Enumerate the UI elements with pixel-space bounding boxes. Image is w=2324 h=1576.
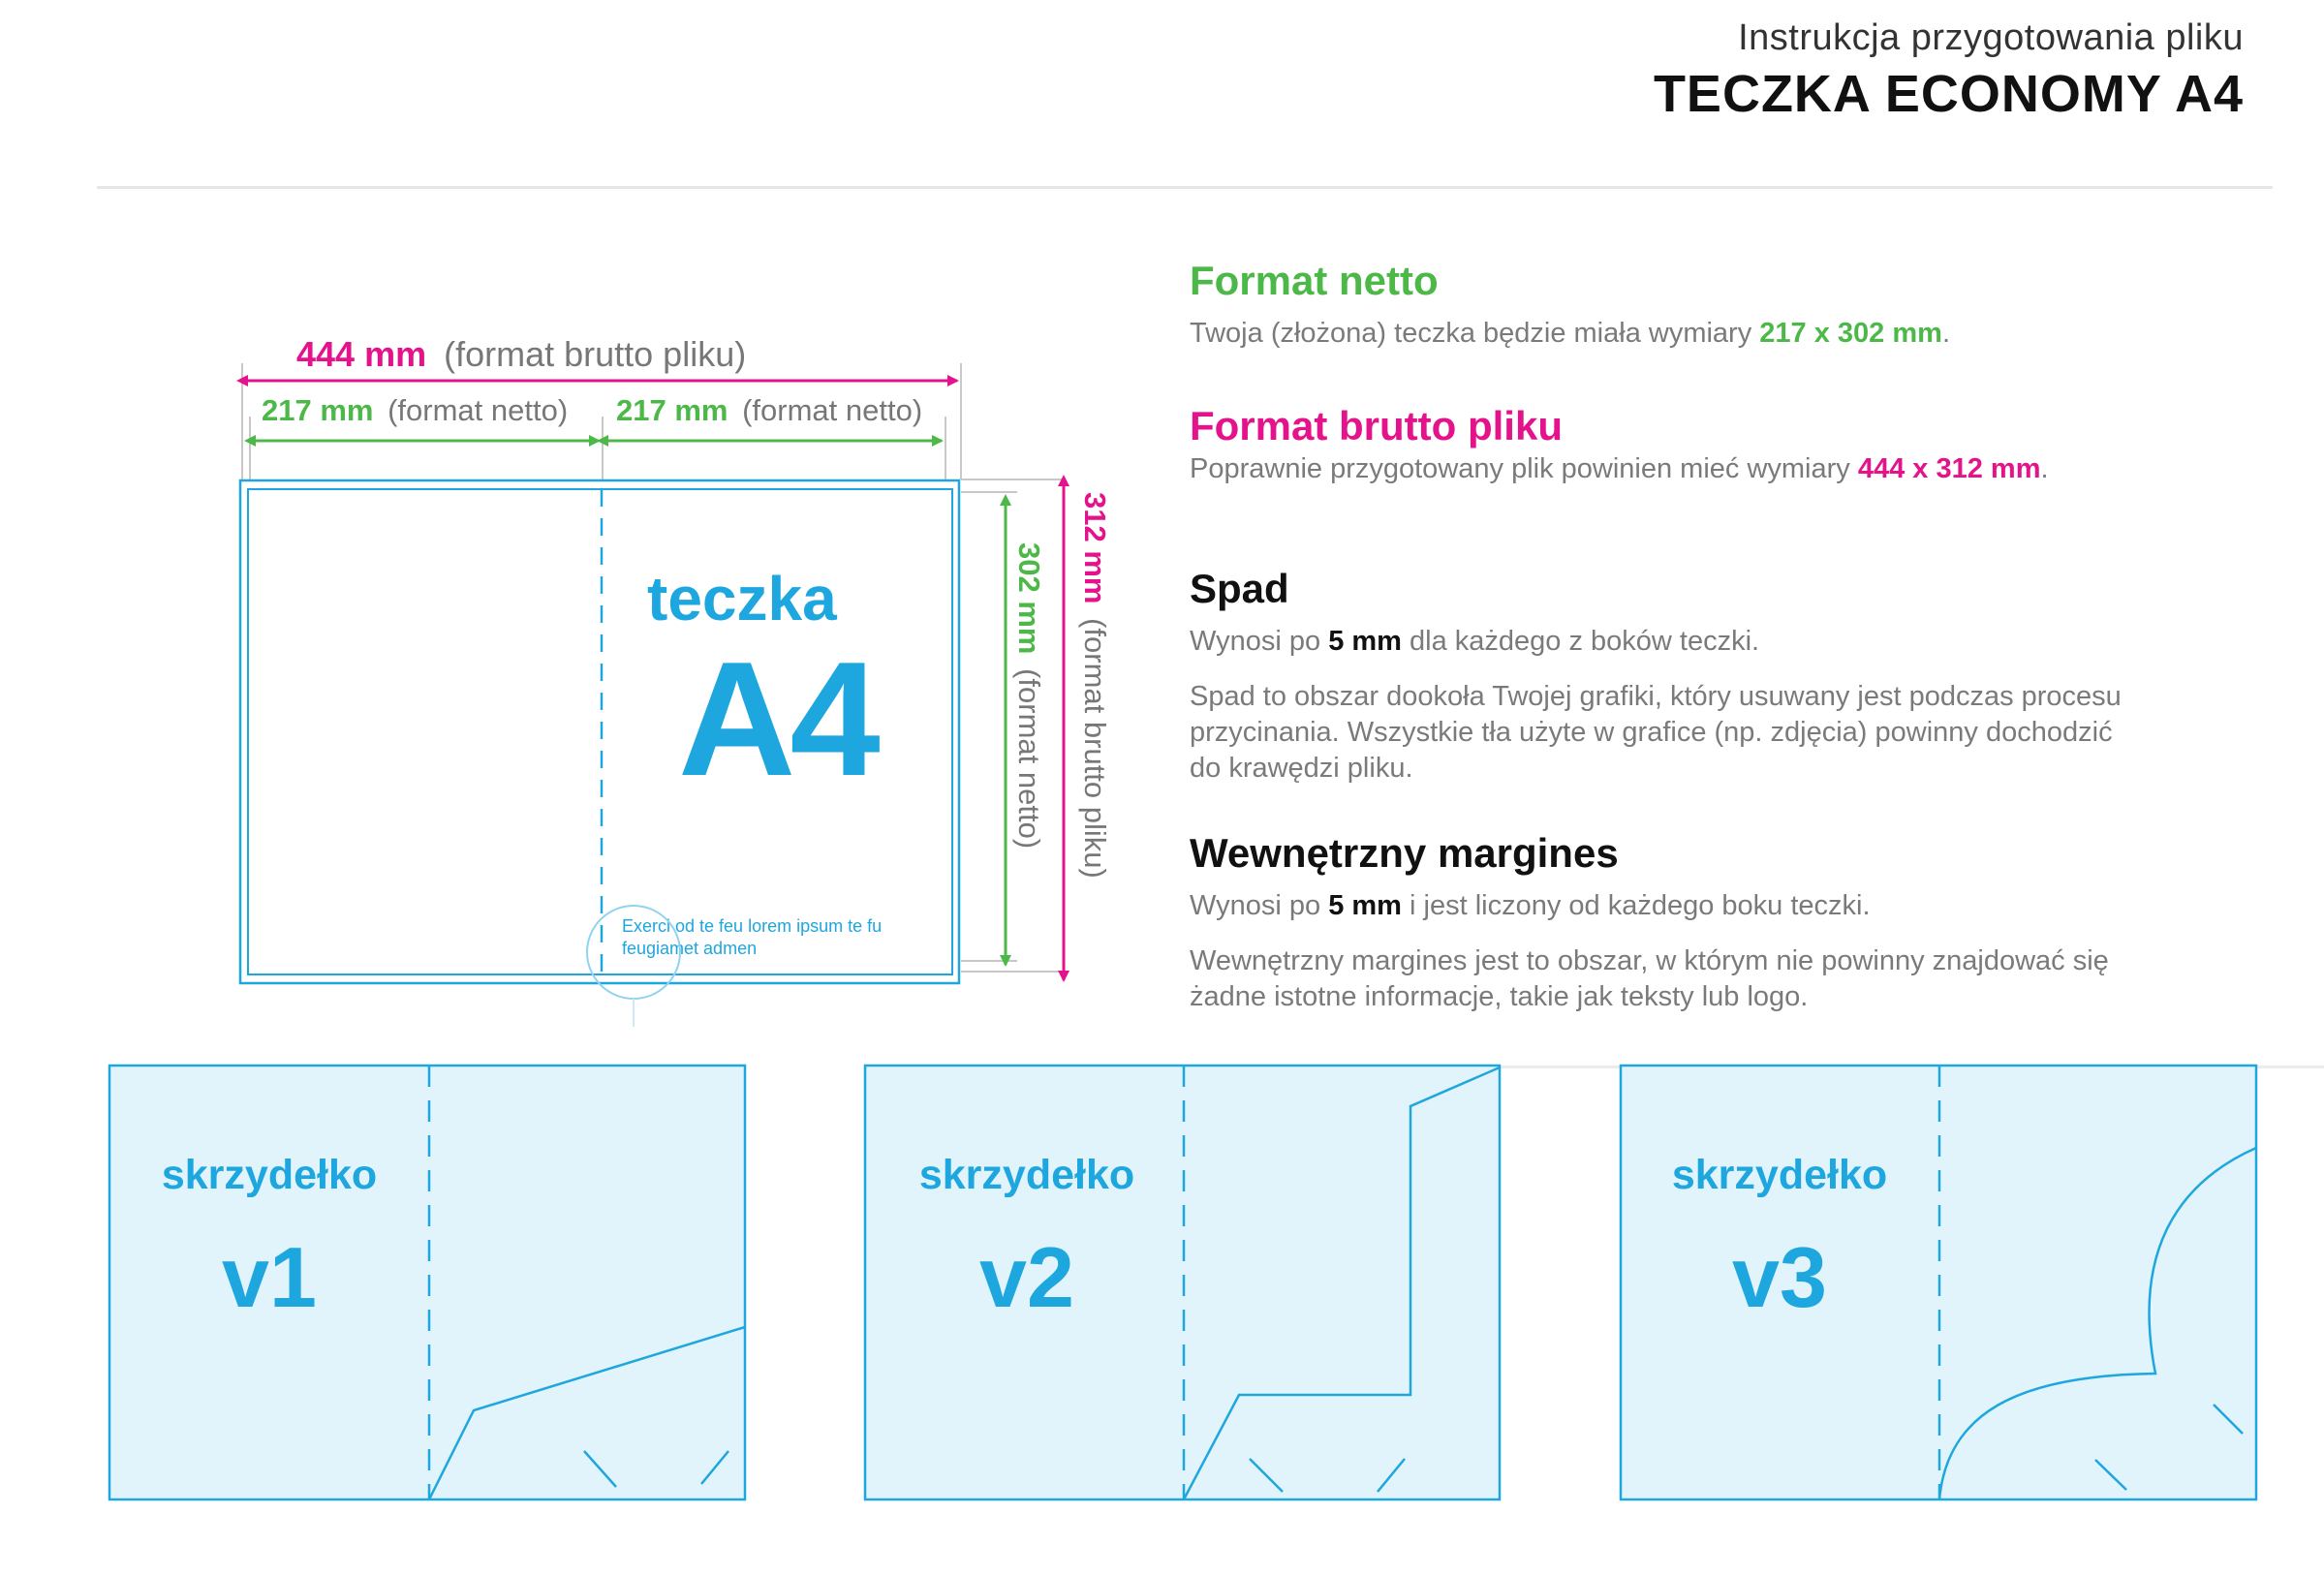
netto-height-note: (format netto) (1012, 668, 1046, 849)
section-heading: Wewnętrzny margines (1190, 830, 1619, 876)
netto-width-left-note: (format netto) (387, 393, 568, 427)
variant-version: v1 (222, 1229, 317, 1325)
variant-version: v2 (979, 1229, 1074, 1325)
folder-dimension-diagram: 444 mm (format brutto pliku) 217 mm (for… (236, 334, 1112, 1027)
svg-text:312 mm (format brutto plik: 312 mm (format brutto pliku) (1078, 492, 1112, 879)
brutto-height-note: (format brutto pliku) (1078, 618, 1112, 879)
variant-card-v2: skrzydełko v2 (863, 1064, 1502, 1501)
header-divider (97, 186, 2273, 189)
netto-width-right-note: (format netto) (742, 393, 922, 427)
section-text: Wynosi po 5 mm dla każdego z boków teczk… (1190, 626, 1760, 657)
card-slit (1377, 1458, 1406, 1493)
section-format-brutto: Format brutto pliku Poprawnie przygotowa… (1190, 403, 2284, 487)
netto-width-left-value: 217 mm (262, 393, 373, 427)
pocket-flap-outline (1182, 1066, 1501, 1500)
section-inner-margin: Wewnętrzny margines Wynosi po 5 mm i jes… (1190, 830, 2284, 1015)
netto-height-value: 302 mm (1012, 542, 1046, 654)
variant-card-v1: skrzydełko v1 (108, 1064, 747, 1501)
variant-label: skrzydełko (919, 1152, 1134, 1198)
variant-card-v3: skrzydełko v3 (1619, 1064, 2258, 1501)
svg-text:444 mm (format brutto plik: 444 mm (format brutto pliku) (296, 334, 746, 374)
section-description: Wewnętrzny margines jest to obszar, w kt… (1190, 945, 2109, 1012)
section-heading: Format netto (1190, 258, 1439, 303)
section-heading: Format brutto pliku (1190, 403, 1563, 448)
variant-version: v3 (1732, 1229, 1827, 1325)
netto-dimensions: 217 x 302 mm (1759, 318, 1942, 349)
document-subtitle: Instrukcja przygotowania pliku (1738, 17, 2244, 58)
pocket-variants: skrzydełko v1 skrzydełko v2 skrzydełko v… (108, 1064, 2258, 1501)
pocket-flap-outline (427, 1325, 746, 1500)
brutto-height-value: 312 mm (1078, 492, 1112, 603)
pocket-flap-outline (1937, 1146, 2257, 1500)
folder-word-label: teczka (647, 564, 837, 633)
card-slit (1249, 1458, 1284, 1493)
card-slit (2094, 1459, 2127, 1491)
sample-text-line-2: feugiamet admen (622, 939, 757, 958)
brutto-width-value: 444 mm (296, 334, 426, 374)
sample-text-line-1: Exerci od te feu lorem ipsum te fu (622, 916, 882, 936)
variant-label: skrzydełko (1672, 1152, 1887, 1198)
card-slit (700, 1450, 729, 1485)
brutto-dimensions: 444 x 312 mm (1857, 453, 2041, 484)
section-text: Twoja (złożona) teczka będzie miała wymi… (1190, 318, 1950, 349)
section-text: Poprawnie przygotowany plik powinien mie… (1190, 453, 2049, 484)
section-text: Wynosi po 5 mm i jest liczony od każdego… (1190, 890, 1871, 921)
document-title: TECZKA ECONOMY A4 (1653, 65, 2244, 123)
netto-outline (247, 488, 953, 975)
brutto-width-note: (format brutto pliku) (444, 334, 746, 374)
section-spad: Spad Wynosi po 5 mm dla każdego z boków … (1190, 566, 2284, 787)
guide-lines (241, 363, 1066, 973)
netto-width-right-value: 217 mm (616, 393, 728, 427)
folder-size-label: A4 (678, 628, 880, 810)
margin-size: 5 mm (1328, 890, 1402, 921)
svg-text:217 mm (format netto): 217 mm (format netto) (616, 393, 922, 427)
card-slit (583, 1450, 617, 1488)
section-description: Spad to obszar dookoła Twojej grafiki, k… (1190, 681, 2122, 784)
svg-text:217 mm (format netto): 217 mm (format netto) (262, 393, 568, 427)
section-format-netto: Format netto Twoja (złożona) teczka będz… (1190, 258, 2284, 352)
spad-size: 5 mm (1328, 626, 1402, 657)
section-heading: Spad (1190, 566, 1289, 611)
variant-label: skrzydełko (162, 1152, 377, 1198)
card-slit (2213, 1404, 2244, 1435)
svg-text:302 mm (format netto): 302 mm (format netto) (1012, 542, 1046, 849)
